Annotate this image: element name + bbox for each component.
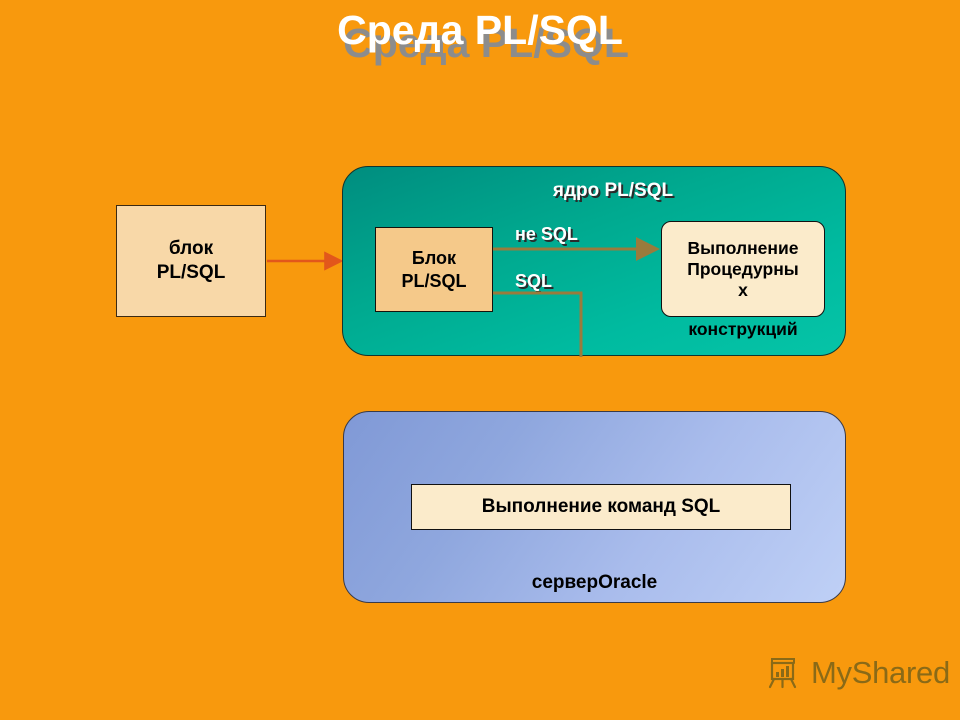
node-oracle-server: Выполнение команд SQL серверOracle bbox=[343, 411, 846, 603]
inner-block-line1: Блок bbox=[411, 248, 457, 268]
node-plsql-kernel: ядро PL/SQL Блок PL/SQL не SQL SQL Выпол… bbox=[342, 166, 846, 357]
myshared-logo[interactable]: MyShared bbox=[766, 654, 950, 690]
edge-label-sql: SQL bbox=[515, 271, 553, 291]
edge-label-not-sql: не SQL bbox=[515, 224, 578, 244]
procedural-line3: х bbox=[738, 279, 748, 300]
page-title: Среда PL/SQL bbox=[337, 7, 623, 53]
procedural-tail-label: конструкций bbox=[688, 319, 798, 339]
node-procedural-execution: Выполнение Процедурны х bbox=[661, 221, 825, 317]
inner-block-line2: PL/SQL bbox=[401, 270, 467, 291]
procedural-line2: Процедурны bbox=[687, 258, 799, 279]
kernel-label: ядро PL/SQL bbox=[552, 180, 674, 201]
node-inner-plsql-block: Блок PL/SQL bbox=[375, 227, 493, 312]
myshared-brand-text: MyShared bbox=[811, 654, 950, 690]
node-sql-command-execution: Выполнение команд SQL bbox=[411, 484, 791, 530]
sql-exec-label: Выполнение команд SQL bbox=[481, 496, 721, 517]
server-label: серверOracle bbox=[531, 572, 658, 593]
easel-chart-icon bbox=[766, 654, 802, 690]
left-block-line1: блок bbox=[168, 238, 214, 260]
left-block-line2: PL/SQL bbox=[156, 262, 226, 283]
node-left-plsql-block: блок PL/SQL bbox=[116, 205, 266, 317]
procedural-line1: Выполнение bbox=[687, 237, 799, 258]
